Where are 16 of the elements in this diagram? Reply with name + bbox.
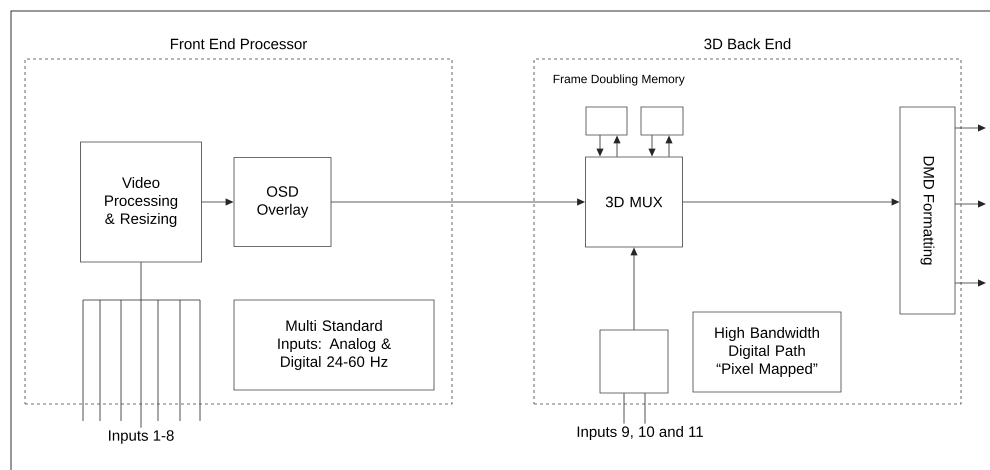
process-box: Video Processing & Resizing [80, 142, 202, 262]
group-title: Front End Processor [170, 38, 307, 50]
input-label: Inputs 1-8 [109, 430, 174, 444]
block-box [600, 330, 668, 394]
process-box: OSD Overlay [234, 157, 332, 247]
connector-line [644, 393, 646, 424]
process-box: 3D MUX [585, 156, 683, 248]
process-box: DMD Formatting [900, 106, 956, 314]
connector-line [140, 262, 142, 428]
block-box [586, 106, 628, 136]
input-label: Inputs 9, 10 and 11 [578, 426, 703, 440]
section-heading: Frame Doubling Memory [554, 74, 685, 86]
process-box: Multi Standard Inputs: Analog & Digital 24-60 Hz [234, 300, 434, 390]
process-box: High Bandwidth Digital Path “Pixel Mapped” [692, 312, 842, 392]
group-title: 3D Back End [704, 38, 790, 50]
block-box [640, 106, 684, 136]
